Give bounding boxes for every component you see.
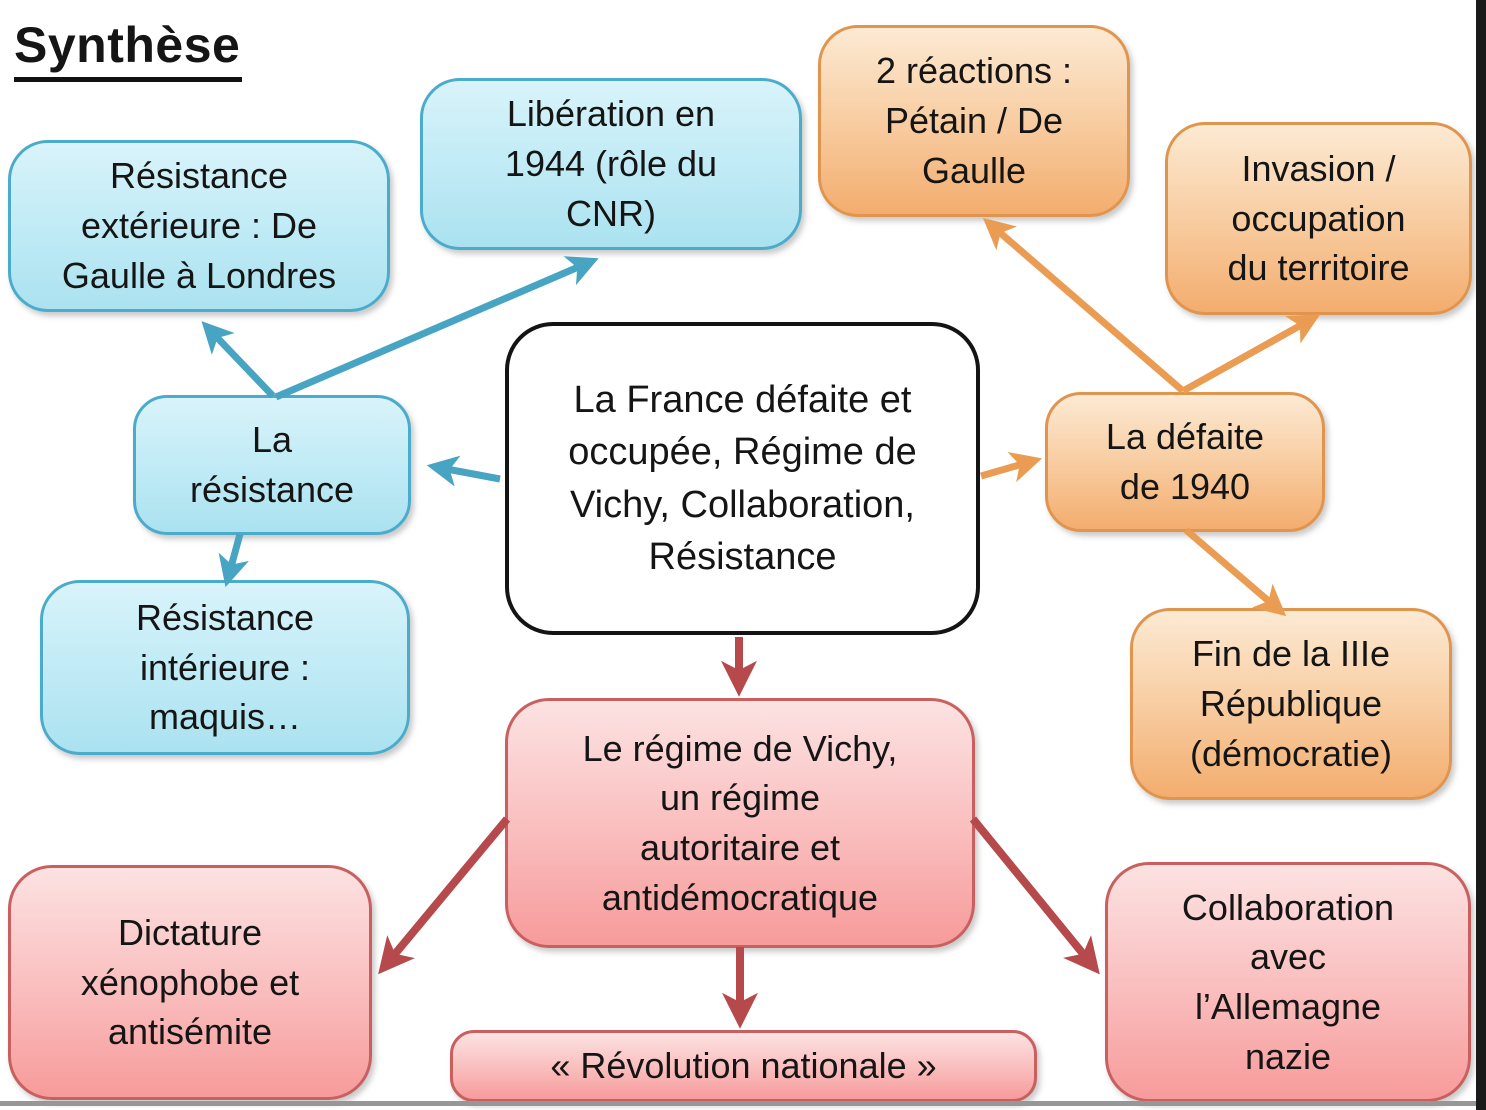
arrow-la-resistance-to-resistance-exterieure <box>201 321 276 399</box>
node-fin-3e-republique: Fin de la IIIe République (démocratie) <box>1130 608 1452 800</box>
node-resistance-interieure: Résistance intérieure : maquis… <box>40 580 410 755</box>
node-dictature-xenophobe: Dictature xénophobe et antisémite <box>8 865 372 1100</box>
node-revolution-nationale: « Révolution nationale » <box>450 1030 1037 1102</box>
arrow-la-resistance-to-resistance-interieure <box>218 533 249 588</box>
arrow-center-to-la-resistance <box>426 455 501 487</box>
node-deux-reactions: 2 réactions : Pétain / De Gaulle <box>818 25 1130 217</box>
slide-edge-bottom-line <box>0 1101 1476 1106</box>
node-liberation-1944: Libération en 1944 (rôle du CNR) <box>420 78 802 250</box>
slide-title-text: Synthèse <box>14 16 243 82</box>
arrow-defaite-to-invasion-occupation <box>1181 314 1321 395</box>
node-collaboration-allemagne: Collaboration avec l’Allemagne nazie <box>1105 862 1471 1102</box>
node-invasion-occupation: Invasion / occupation du territoire <box>1165 122 1472 315</box>
arrow-defaite-to-deux-reactions <box>982 217 1186 394</box>
slide-edge-right-bar <box>1476 0 1486 1110</box>
arrow-center-to-defaite-1940 <box>980 451 1043 483</box>
slide-title: Synthèse <box>14 16 243 82</box>
node-center-france-defaite: La France défaite et occupée, Régime de … <box>505 322 980 635</box>
arrow-defaite-to-fin-3e-republique <box>1183 527 1287 617</box>
node-la-resistance: La résistance <box>133 395 411 535</box>
node-defaite-1940: La défaite de 1940 <box>1045 392 1325 532</box>
arrow-regime-to-dictature <box>378 816 511 975</box>
node-resistance-exterieure: Résistance extérieure : De Gaulle à Lond… <box>8 140 390 312</box>
node-regime-vichy: Le régime de Vichy, un régime autoritair… <box>505 698 975 948</box>
arrow-regime-to-collaboration <box>969 816 1100 975</box>
